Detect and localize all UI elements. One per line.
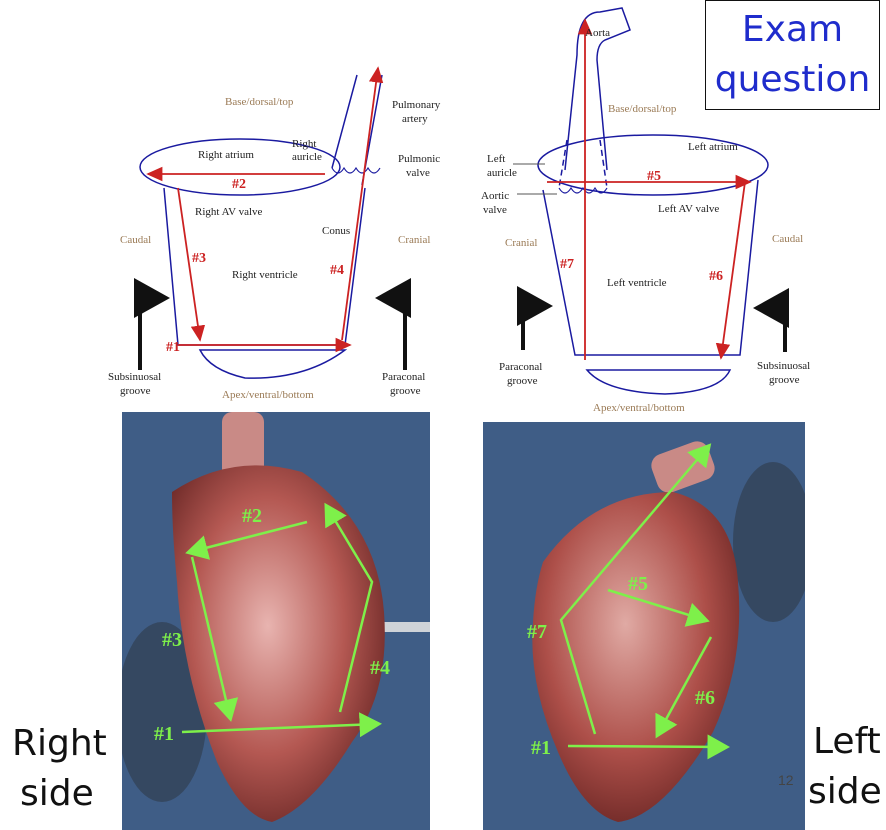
right-photo-step-4: #4 <box>370 657 390 679</box>
left-av-valve-label: Left AV valve <box>658 203 719 215</box>
right-auricle-label-1: Right <box>292 138 316 150</box>
paraconal-groove-arrow <box>387 298 405 370</box>
left-apex-label: Apex/ventral/bottom <box>593 402 685 414</box>
aorta-label: Aorta <box>585 27 610 39</box>
right-heart-photo: #1 #2 #3 #4 <box>122 412 430 830</box>
right-photo-probe <box>377 622 430 632</box>
right-cranial-label: Cranial <box>398 234 430 246</box>
pulmonic-valve-label-2: valve <box>406 167 430 179</box>
aortic-valve-label-2: valve <box>483 204 507 216</box>
left-auricle-label-1: Left <box>487 153 505 165</box>
left-photo-step-6: #6 <box>695 687 715 709</box>
left-paraconal-label-2: groove <box>507 375 538 387</box>
left-heart-photo: #1 #5 #6 #7 <box>483 422 805 830</box>
pulmonary-artery-label-1: Pulmonary <box>392 99 441 111</box>
left-photo-step-1: #1 <box>531 737 551 759</box>
subsinuosal-label-1: Subsinuosal <box>108 371 161 383</box>
left-arrow-6 <box>721 182 745 358</box>
left-step-6-label: #6 <box>709 269 723 284</box>
left-subsinuosal-label-1: Subsinuosal <box>757 360 810 372</box>
left-subsinuosal-label-2: groove <box>769 374 800 386</box>
right-base-label: Base/dorsal/top <box>225 96 294 108</box>
right-step-2-label: #2 <box>232 177 246 192</box>
left-atrium-label: Left atrium <box>688 141 738 153</box>
right-photo-step-2: #2 <box>242 505 262 527</box>
left-step-5-label: #5 <box>647 169 661 184</box>
right-side-label-1: Right <box>12 722 107 766</box>
subsinuosal-label-2: groove <box>120 385 151 397</box>
right-step-4-label: #4 <box>330 263 344 278</box>
paraconal-label-1: Paraconal <box>382 371 425 383</box>
right-step-1-label: #1 <box>166 340 180 355</box>
left-side-label-1: Left <box>813 720 881 764</box>
left-photo-step-5: #5 <box>628 573 648 595</box>
right-side-label-2: side <box>20 772 94 816</box>
left-caudal-label: Caudal <box>772 233 803 245</box>
subsinuosal-groove-arrow <box>140 298 158 370</box>
right-photo-step-3: #3 <box>162 629 182 651</box>
left-ventricle-label: Left ventricle <box>607 277 667 289</box>
right-av-valve-label: Right AV valve <box>195 206 263 218</box>
right-step-3-label: #3 <box>192 251 206 266</box>
left-step-7-label: #7 <box>560 257 574 272</box>
left-apex-outline <box>587 370 730 394</box>
right-caudal-label: Caudal <box>120 234 151 246</box>
right-ventricle-label: Right ventricle <box>232 269 298 281</box>
right-apex-outline <box>200 350 345 378</box>
aortic-valve-label-1: Aortic <box>481 190 509 202</box>
right-auricle-label-2: auricle <box>292 151 322 163</box>
conus-label: Conus <box>322 225 350 237</box>
left-cranial-label: Cranial <box>505 237 537 249</box>
aortic-valve-cusps <box>559 188 607 193</box>
right-apex-label: Apex/ventral/bottom <box>222 389 314 401</box>
left-paraconal-groove-arrow <box>523 306 541 350</box>
right-heart-diagram: Base/dorsal/top Apex/ventral/bottom Caud… <box>100 60 460 405</box>
left-photo-arrow-1 <box>568 746 725 747</box>
left-heart-diagram: Aorta Base/dorsal/top Apex/ventral/botto… <box>475 0 830 415</box>
right-atrium-label: Right atrium <box>198 149 254 161</box>
paraconal-label-2: groove <box>390 385 421 397</box>
left-paraconal-label-1: Paraconal <box>499 361 542 373</box>
left-photo-step-7: #7 <box>527 621 547 643</box>
pulmonic-valve-label-1: Pulmonic <box>398 153 440 165</box>
left-subsinuosal-groove-arrow <box>765 308 785 352</box>
left-base-label: Base/dorsal/top <box>608 103 677 115</box>
page-number: 12 <box>778 772 794 788</box>
right-photo-step-1: #1 <box>154 723 174 745</box>
left-side-label-2: side <box>808 770 882 814</box>
left-auricle-label-2: auricle <box>487 167 517 179</box>
pulmonary-artery-label-2: artery <box>402 113 428 125</box>
